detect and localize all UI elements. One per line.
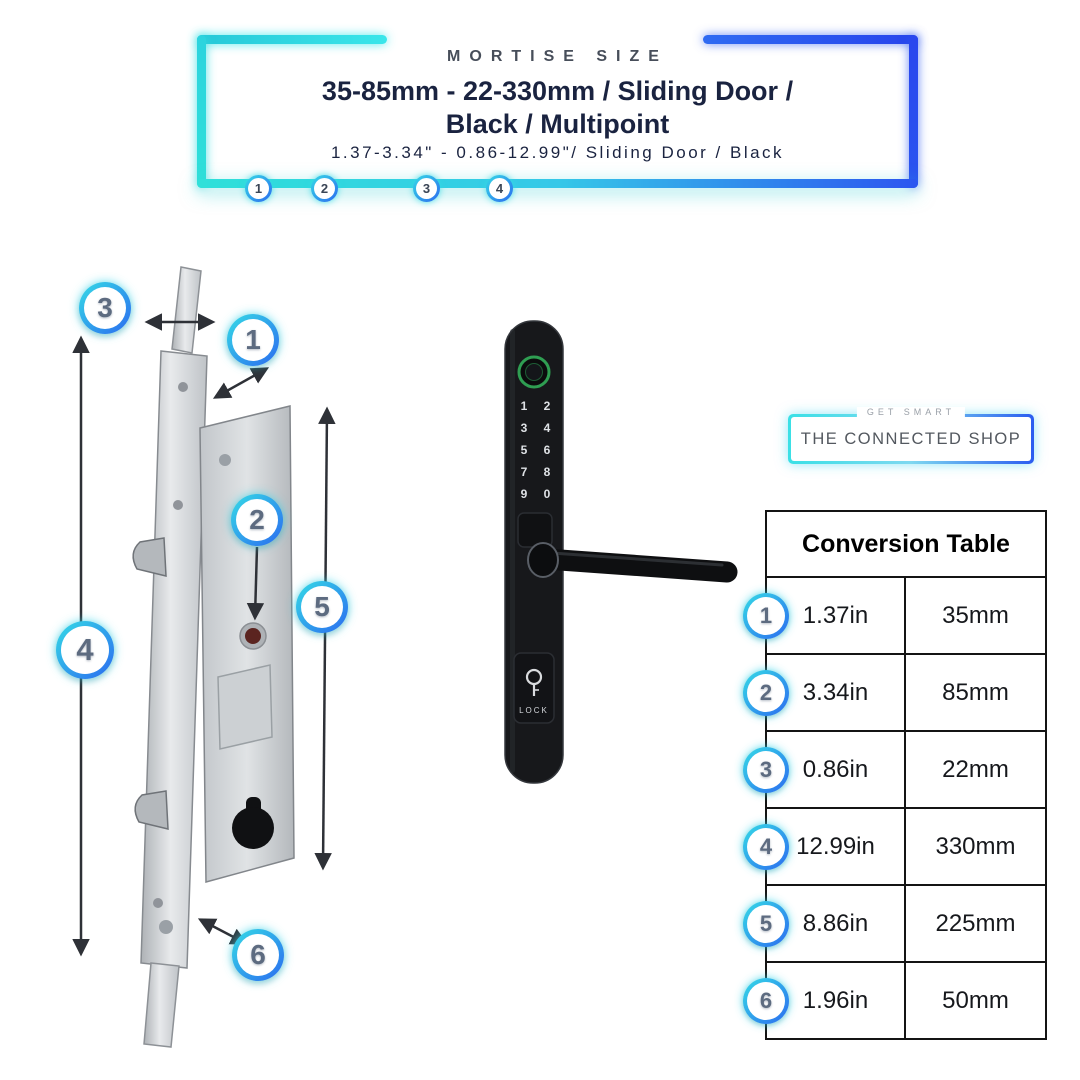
mm-value: 225mm	[935, 909, 1016, 937]
mortise-lock-illustration	[72, 266, 336, 1048]
spindle-knob	[245, 628, 261, 644]
banner-marker-4: 4	[486, 175, 513, 202]
cylinder-hole	[232, 807, 274, 849]
lock-bottom-rod	[143, 962, 180, 1048]
table-row: 6 1.96in 50mm	[747, 963, 1047, 1040]
banner-border-top-right	[703, 35, 918, 44]
banner-eyebrow: MORTISE SIZE	[447, 48, 668, 65]
card-reader-pad	[517, 512, 553, 548]
screw-hole	[159, 920, 173, 934]
keypad-digit: 9	[521, 487, 528, 501]
inches-value: 0.86in	[767, 732, 906, 807]
screw-hole	[219, 454, 231, 466]
banner-title-line1: 35-85mm - 22-330mm / Sliding Door /	[321, 76, 794, 106]
handle-lever-highlight	[550, 551, 724, 567]
conversion-table: Conversion Table 1 1.37in 35mm 2 3.34in …	[747, 510, 1047, 1040]
callout-4: 4	[56, 621, 114, 679]
keypad: 1 2 3 4 5 6 7 8 9 0	[521, 399, 551, 501]
hook-bolt-upper	[132, 537, 167, 577]
row-number-badge: 1	[743, 593, 789, 639]
inches-value: 8.86in	[767, 886, 906, 961]
logo-name: THE CONNECTED SHOP	[800, 429, 1022, 448]
banner-marker-2: 2	[311, 175, 338, 202]
table-row: 2 3.34in 85mm	[747, 655, 1047, 732]
mortise-size-banner: MORTISE SIZE 35-85mm - 22-330mm / Slidin…	[197, 35, 918, 199]
follower-cutout	[217, 664, 273, 750]
keypad-digit: 1	[521, 399, 528, 413]
handle-lever	[535, 548, 738, 583]
banner-marker-1: 1	[245, 175, 272, 202]
mm-value: 35mm	[942, 601, 1009, 629]
row-number-badge: 6	[743, 978, 789, 1024]
keypad-digit: 0	[544, 487, 551, 501]
lock-label: LOCK	[519, 706, 549, 715]
logo-tagline: GET SMART	[856, 407, 966, 417]
banner-border-bottom	[197, 179, 918, 188]
keypad-digit: 7	[521, 465, 528, 479]
mm-value: 85mm	[942, 678, 1009, 706]
screw-hole	[153, 898, 163, 908]
callout-5: 5	[296, 581, 348, 633]
row-number-badge: 3	[743, 747, 789, 793]
hook-bolt-lower	[134, 790, 169, 830]
screw-hole	[173, 500, 183, 510]
fingerprint-sensor-inner	[525, 363, 543, 381]
screw-hole	[178, 382, 188, 392]
inches-value: 12.99in	[767, 809, 906, 884]
mm-value: 22mm	[942, 755, 1009, 783]
keypad-digit: 8	[544, 465, 551, 479]
conversion-table-title: Conversion Table	[765, 510, 1047, 578]
callout-3: 3	[79, 282, 131, 334]
inches-value: 3.34in	[767, 655, 906, 730]
arrow-width-1	[212, 367, 270, 399]
logo-border: THE CONNECTED SHOP	[788, 414, 1034, 464]
smart-door-handle-illustration: 1 2 3 4 5 6 7 8 9 0 LOCK	[504, 320, 738, 784]
banner-subtitle: 1.37-3.34" - 0.86-12.99"/ Sliding Door /…	[330, 143, 785, 162]
keypad-digit: 2	[544, 399, 551, 413]
callout-6: 6	[232, 929, 284, 981]
inches-value: 1.37in	[767, 578, 906, 653]
table-row: 5 8.86in 225mm	[747, 886, 1047, 963]
callout-1: 1	[227, 314, 279, 366]
row-number-badge: 5	[743, 901, 789, 947]
banner-title-line2: Black / Multipoint	[445, 109, 670, 139]
banner-marker-3: 3	[413, 175, 440, 202]
brand-logo: THE CONNECTED SHOP GET SMART	[788, 407, 1034, 464]
mm-value: 50mm	[942, 986, 1009, 1014]
banner-border-right	[909, 35, 918, 188]
banner-border-left	[197, 35, 206, 188]
keypad-digit: 6	[544, 443, 551, 457]
banner-title: 35-85mm - 22-330mm / Sliding Door / Blac…	[197, 75, 918, 141]
handle-body-group: 1 2 3 4 5 6 7 8 9 0 LOCK	[504, 320, 738, 784]
lock-top-rod	[171, 266, 202, 354]
arrow-body-height-5	[314, 406, 336, 871]
keypad-digit: 3	[521, 421, 528, 435]
table-row: 1 1.37in 35mm	[747, 578, 1047, 655]
lock-hardware	[132, 266, 295, 1048]
mm-value: 330mm	[935, 832, 1016, 860]
arrow-backset-2	[246, 546, 265, 621]
table-row: 4 12.99in 330mm	[747, 809, 1047, 886]
keypad-digit: 5	[521, 443, 528, 457]
keypad-digit: 4	[544, 421, 551, 435]
row-number-badge: 4	[743, 824, 789, 870]
lever-collar	[527, 542, 559, 578]
row-number-badge: 2	[743, 670, 789, 716]
banner-border-top-left	[197, 35, 387, 44]
callout-2: 2	[231, 494, 283, 546]
table-row: 3 0.86in 22mm	[747, 732, 1047, 809]
inches-value: 1.96in	[767, 963, 906, 1038]
lock-faceplate	[140, 350, 208, 969]
